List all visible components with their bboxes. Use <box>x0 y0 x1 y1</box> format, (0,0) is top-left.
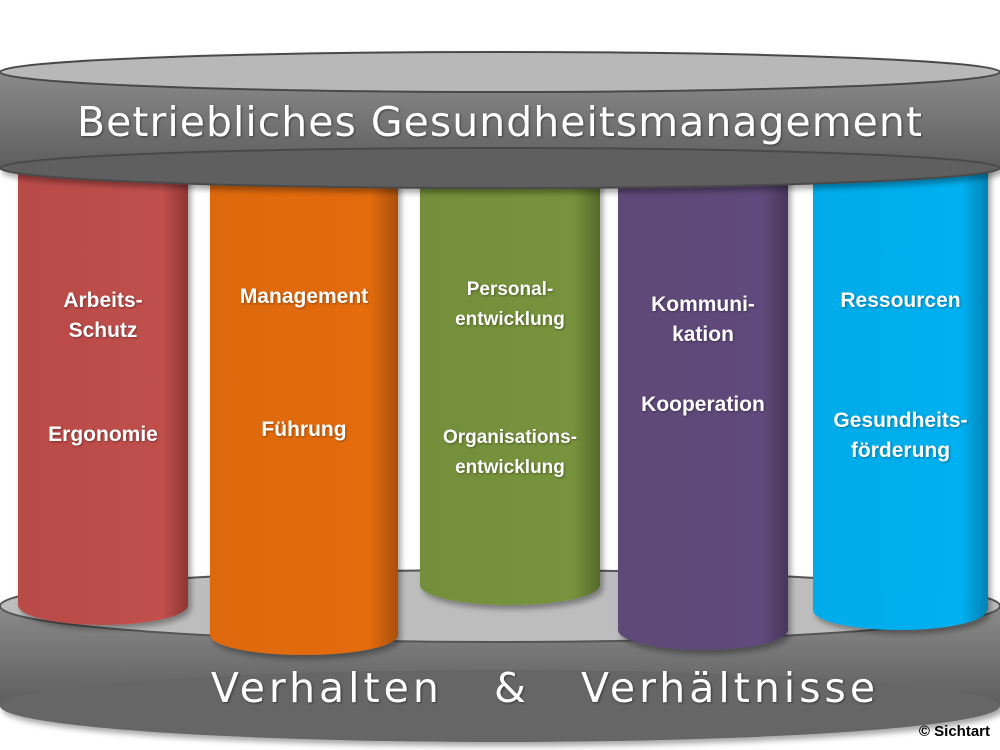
pillar-label: Führung <box>261 418 347 441</box>
pillar-label: Kooperation <box>641 393 765 416</box>
pillar-text-management: Management Führung <box>210 282 398 445</box>
pillar-arbeitsschutz <box>18 165 188 625</box>
pillar-label: Ergonomie <box>48 423 158 446</box>
copyright-notice: © Sichtart <box>918 723 990 740</box>
base-title: Verhalten & Verhältnisse <box>210 664 880 712</box>
pillar-label: Kommuni- <box>651 293 755 316</box>
pillar-label: Management <box>239 285 369 308</box>
pillar-text-ressourcen: Ressourcen Gesundheits- förderung <box>813 286 988 466</box>
pillar-label: Ressourcen <box>840 289 961 312</box>
pillar-kommunikation <box>618 165 788 650</box>
roof-title: Betriebliches Gesundheitsmanagement <box>77 98 923 146</box>
roof-disk <box>0 51 1000 189</box>
pillar-label: kation <box>672 323 734 346</box>
pillar-text-arbeitsschutz: Arbeits- Schutz Ergonomie <box>18 286 188 450</box>
pillar-label: förderung <box>850 439 951 462</box>
pillar-management <box>210 165 398 655</box>
pillar-ressourcen <box>813 160 988 630</box>
pillar-label: Arbeits- <box>63 289 143 312</box>
pillar-text-personalentwicklung: Personal- entwicklung Organisations- ent… <box>420 275 600 483</box>
pillar-label: entwicklung <box>455 309 565 330</box>
pillar-label: Organisations- <box>442 427 578 448</box>
pillar-label: entwicklung <box>455 457 565 478</box>
pillar-label: Schutz <box>68 319 138 342</box>
pillar-text-kommunikation: Kommuni- kation Kooperation <box>618 290 788 420</box>
pillar-personalentwicklung <box>420 165 600 605</box>
pillar-label: Gesundheits- <box>833 409 968 432</box>
pillar-label: Personal- <box>466 279 554 300</box>
